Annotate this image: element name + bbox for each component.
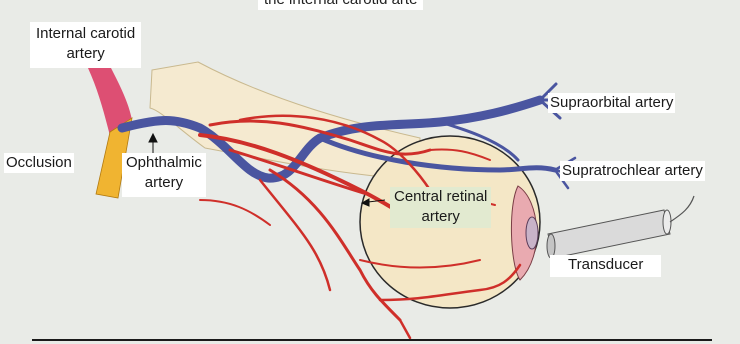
label-ophthalmic-line-2: artery bbox=[126, 173, 202, 193]
label-ophthalmic-artery: Ophthalmic artery bbox=[122, 153, 206, 197]
label-occlusion: Occlusion bbox=[4, 153, 74, 173]
label-transducer: Transducer bbox=[550, 255, 661, 277]
label-central-retinal-line-2: artery bbox=[394, 207, 487, 227]
label-central-retinal-line-1: Central retinal bbox=[394, 187, 487, 207]
label-supraorbital-artery: Supraorbital artery bbox=[548, 93, 675, 113]
label-central-retinal-artery: Central retinal artery bbox=[390, 187, 491, 228]
transducer-probe bbox=[547, 196, 694, 258]
caption-top: the internal carotid arte bbox=[258, 0, 423, 10]
label-internal-carotid-line-1: Internal carotid bbox=[36, 24, 135, 44]
label-supratrochlear-artery: Supratrochlear artery bbox=[560, 161, 705, 181]
label-internal-carotid-artery: Internal carotid artery bbox=[30, 22, 141, 68]
label-internal-carotid-line-2: artery bbox=[36, 44, 135, 64]
pupil bbox=[526, 217, 538, 249]
label-ophthalmic-line-1: Ophthalmic bbox=[126, 153, 202, 173]
baseline-rule bbox=[32, 339, 712, 341]
